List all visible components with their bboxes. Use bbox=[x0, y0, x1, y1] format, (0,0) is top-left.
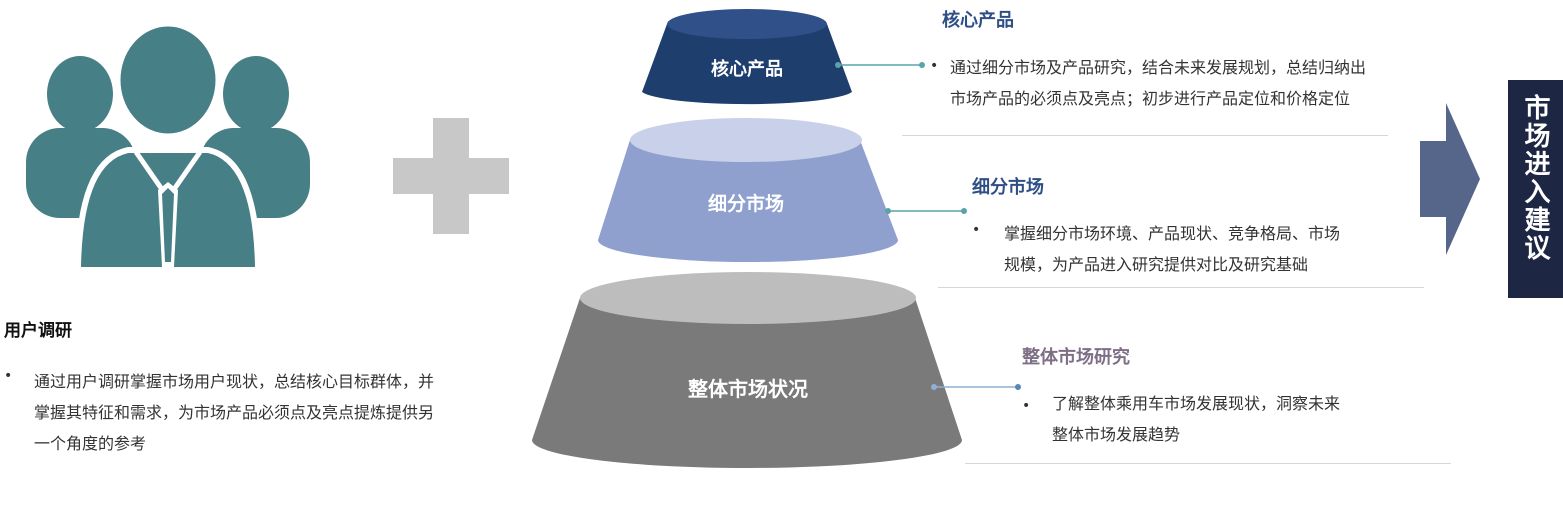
segment-market-description: 掌握细分市场环境、产品现状、竞争格局、市场规模，为产品进入研究提供对比及研究基础 bbox=[1004, 224, 1341, 274]
pyramid-tier-middle: 细分市场 bbox=[598, 118, 898, 262]
pyramid-tier-top: 核心产品 bbox=[642, 9, 852, 105]
user-research-bullet: • bbox=[4, 368, 13, 384]
connector-lines bbox=[835, 62, 1021, 390]
core-product-bullet: • bbox=[930, 58, 939, 74]
overall-market-title: 整体市场研究 bbox=[1022, 347, 1130, 368]
plus-icon bbox=[393, 118, 509, 234]
user-research-title: 用户调研 bbox=[4, 321, 72, 341]
market-pyramid: 整体市场状况 细分市场 核心产品 bbox=[532, 9, 962, 468]
core-product-description: 通过细分市场及产品研究，结合未来发展规划，总结归纳出市场产品的必须点及亮点；初步… bbox=[950, 58, 1367, 108]
segment-market-title: 细分市场 bbox=[972, 177, 1044, 198]
segment-market-bullet: • bbox=[972, 222, 981, 238]
overall-market-bullet: • bbox=[1022, 398, 1031, 414]
connector-overall bbox=[931, 384, 1021, 390]
connector-segment bbox=[885, 208, 967, 214]
user-group-icon bbox=[26, 22, 310, 268]
connector-core bbox=[835, 62, 925, 68]
market-entry-label: 市场进入建议 bbox=[1520, 94, 1550, 262]
user-research-description: 通过用户调研掌握市场用户现状，总结核心目标群体，并掌握其特征和需求，为市场产品必… bbox=[34, 372, 435, 453]
pyramid-middle-label: 细分市场 bbox=[708, 192, 784, 215]
overall-market-divider bbox=[965, 463, 1451, 464]
core-product-divider bbox=[902, 135, 1388, 136]
segment-market-divider bbox=[938, 287, 1424, 288]
core-product-title: 核心产品 bbox=[942, 10, 1014, 31]
pyramid-top-label: 核心产品 bbox=[711, 58, 783, 80]
pyramid-tier-bottom: 整体市场状况 bbox=[532, 272, 962, 468]
overall-market-description: 了解整体乘用车市场发展现状，洞察未来整体市场发展趋势 bbox=[1052, 394, 1341, 444]
arrow-right-icon bbox=[1420, 103, 1480, 255]
market-entry-box bbox=[1508, 80, 1563, 298]
pyramid-bottom-label: 整体市场状况 bbox=[687, 377, 808, 401]
